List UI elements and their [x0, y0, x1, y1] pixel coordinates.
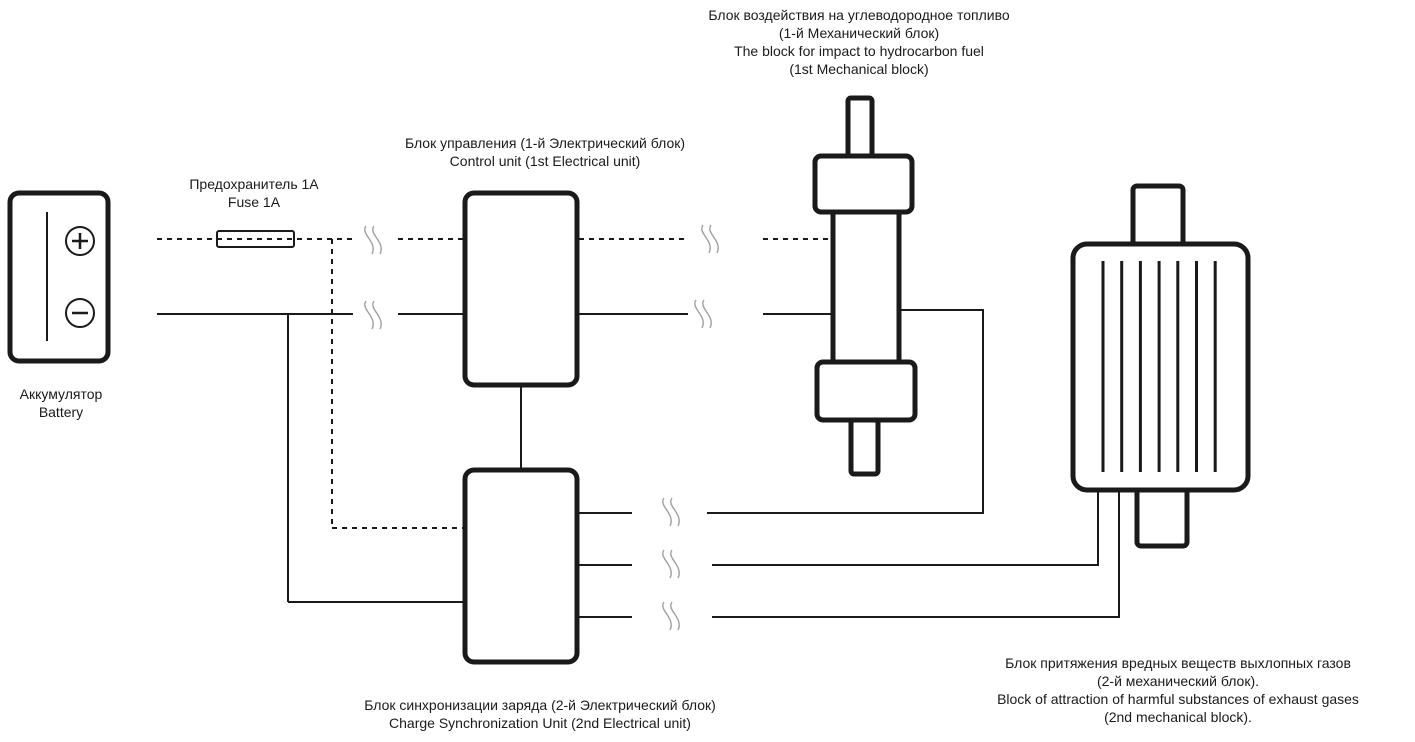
plus-terminal-icon [65, 226, 95, 256]
fuel-block-label-en-1: The block for impact to hydrocarbon fuel [734, 43, 984, 59]
exhaust-block-fins [1101, 261, 1217, 472]
exhaust-block-label-ru-2: (2-й механический блок). [1097, 673, 1259, 689]
wire-break-icon [701, 224, 719, 254]
sync-unit-box[interactable] [462, 467, 580, 665]
fuel-block[interactable] [812, 95, 918, 477]
exhaust-block-bottom-shaft [1134, 483, 1190, 549]
fuel-block-bottom-flange [814, 359, 918, 423]
exhaust-block[interactable] [1070, 183, 1251, 549]
minus-terminal-icon [65, 298, 95, 328]
fuel-block-top-shaft [845, 95, 875, 159]
control-unit-box[interactable] [462, 190, 580, 388]
exhaust-block-label-ru-1: Блок притяжения вредных веществ выхлопны… [1005, 655, 1351, 671]
wire-break-icon [694, 299, 712, 329]
fuse-label-ru: Предохранитель 1А [189, 176, 319, 192]
exhaust-block-top-shaft [1130, 183, 1186, 251]
battery[interactable] [7, 190, 111, 364]
sync-unit-label-en: Charge Synchronization Unit (2nd Electri… [389, 715, 691, 731]
fuse-label-en: Fuse 1A [228, 194, 281, 210]
fuel-block-body [830, 209, 902, 367]
wire-break-icon [662, 549, 680, 579]
battery-label-ru: Аккумулятор [20, 386, 103, 402]
battery-label-en: Battery [39, 404, 83, 420]
wire-break-icon [364, 225, 382, 255]
exhaust-block-label-en-1: Block of attraction of harmful substance… [997, 691, 1359, 707]
fuel-block-label-ru-2: (1-й Механический блок) [779, 25, 939, 41]
sync-unit-label-ru: Блок синхронизации заряда (2-й Электриче… [364, 697, 716, 713]
fuel-block-label-en-2: (1st Mechanical block) [789, 61, 928, 77]
fuel-block-label-ru-1: Блок воздействия на углеводородное топли… [708, 7, 1009, 23]
exhaust-block-wire-2 [712, 490, 1120, 618]
control-unit-label-en: Control unit (1st Electrical unit) [450, 153, 641, 169]
exhaust-block-wire-1 [712, 490, 1099, 566]
control-unit-label-ru: Блок управления (1-й Электрический блок) [405, 135, 685, 151]
wire-break-icon [662, 497, 680, 527]
fuel-block-to-sync-wire [707, 309, 984, 514]
wire-break-icon [364, 300, 382, 330]
wire-break-icon [662, 601, 680, 631]
fuse-body[interactable] [216, 230, 295, 248]
fuel-block-bottom-shaft [848, 417, 881, 477]
fuel-block-top-flange [812, 153, 915, 215]
battery-body [7, 190, 111, 364]
exhaust-block-label-en-2: (2nd mechanical block). [1104, 709, 1252, 725]
